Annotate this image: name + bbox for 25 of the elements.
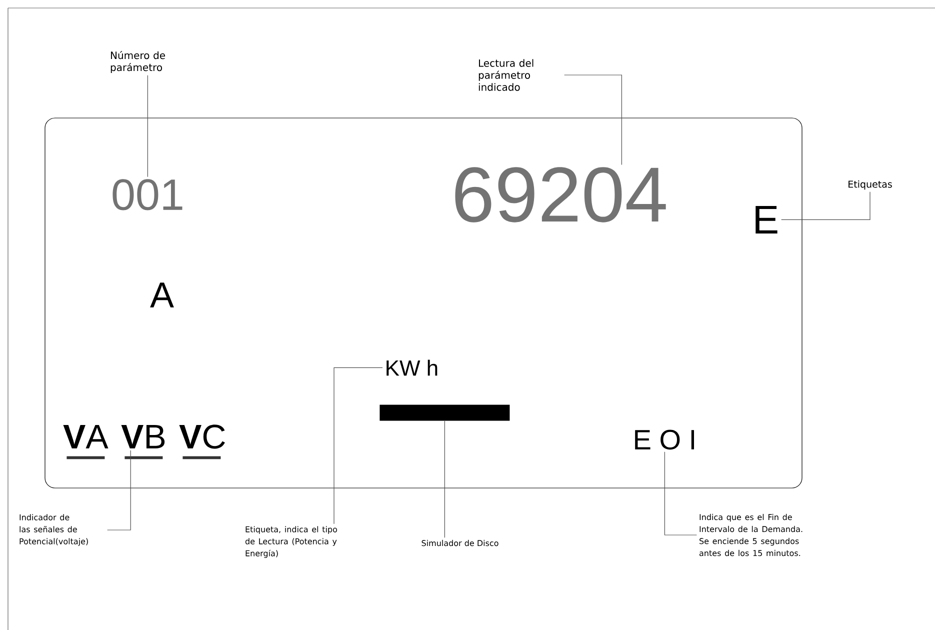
display-panel xyxy=(44,118,802,488)
callout-text: Etiqueta, indica el tipo de Lectura (Potencia y Energía) xyxy=(245,526,337,558)
callout-text: Simulador de Disco xyxy=(422,540,498,546)
callout-text: Indica que es el Fin de Intervalo de la Demanda. Se enciende 5 segundos antes de los 15 minutos. xyxy=(700,514,802,556)
callout-text: Indicador de las señales de Potencial(voltaje) xyxy=(20,514,88,546)
leader-line xyxy=(664,452,697,536)
display-symbol: A xyxy=(150,282,174,308)
leader-line xyxy=(107,450,131,530)
display-label: E xyxy=(756,206,778,234)
leader-line xyxy=(147,75,148,178)
disc-simulator-bar xyxy=(380,404,510,421)
leader-line xyxy=(444,420,445,538)
voltage-indicator: VA xyxy=(63,425,108,448)
callout-text: Número de parámetro xyxy=(110,50,166,74)
callout-text: Etiquetas xyxy=(848,180,892,190)
voltage-indicator: VB xyxy=(121,425,165,448)
leader-line xyxy=(564,74,622,166)
callout-text: Lectura del parámetro indicado xyxy=(478,59,534,91)
leader-line xyxy=(334,367,383,524)
reading-digits: 69204 xyxy=(455,167,666,222)
unit-label: KW h xyxy=(386,360,438,376)
voltage-indicator: VC xyxy=(179,424,225,449)
parameter-number: 001 xyxy=(112,179,182,210)
leader-line xyxy=(781,192,870,220)
indicator-label: E O I xyxy=(635,430,694,450)
